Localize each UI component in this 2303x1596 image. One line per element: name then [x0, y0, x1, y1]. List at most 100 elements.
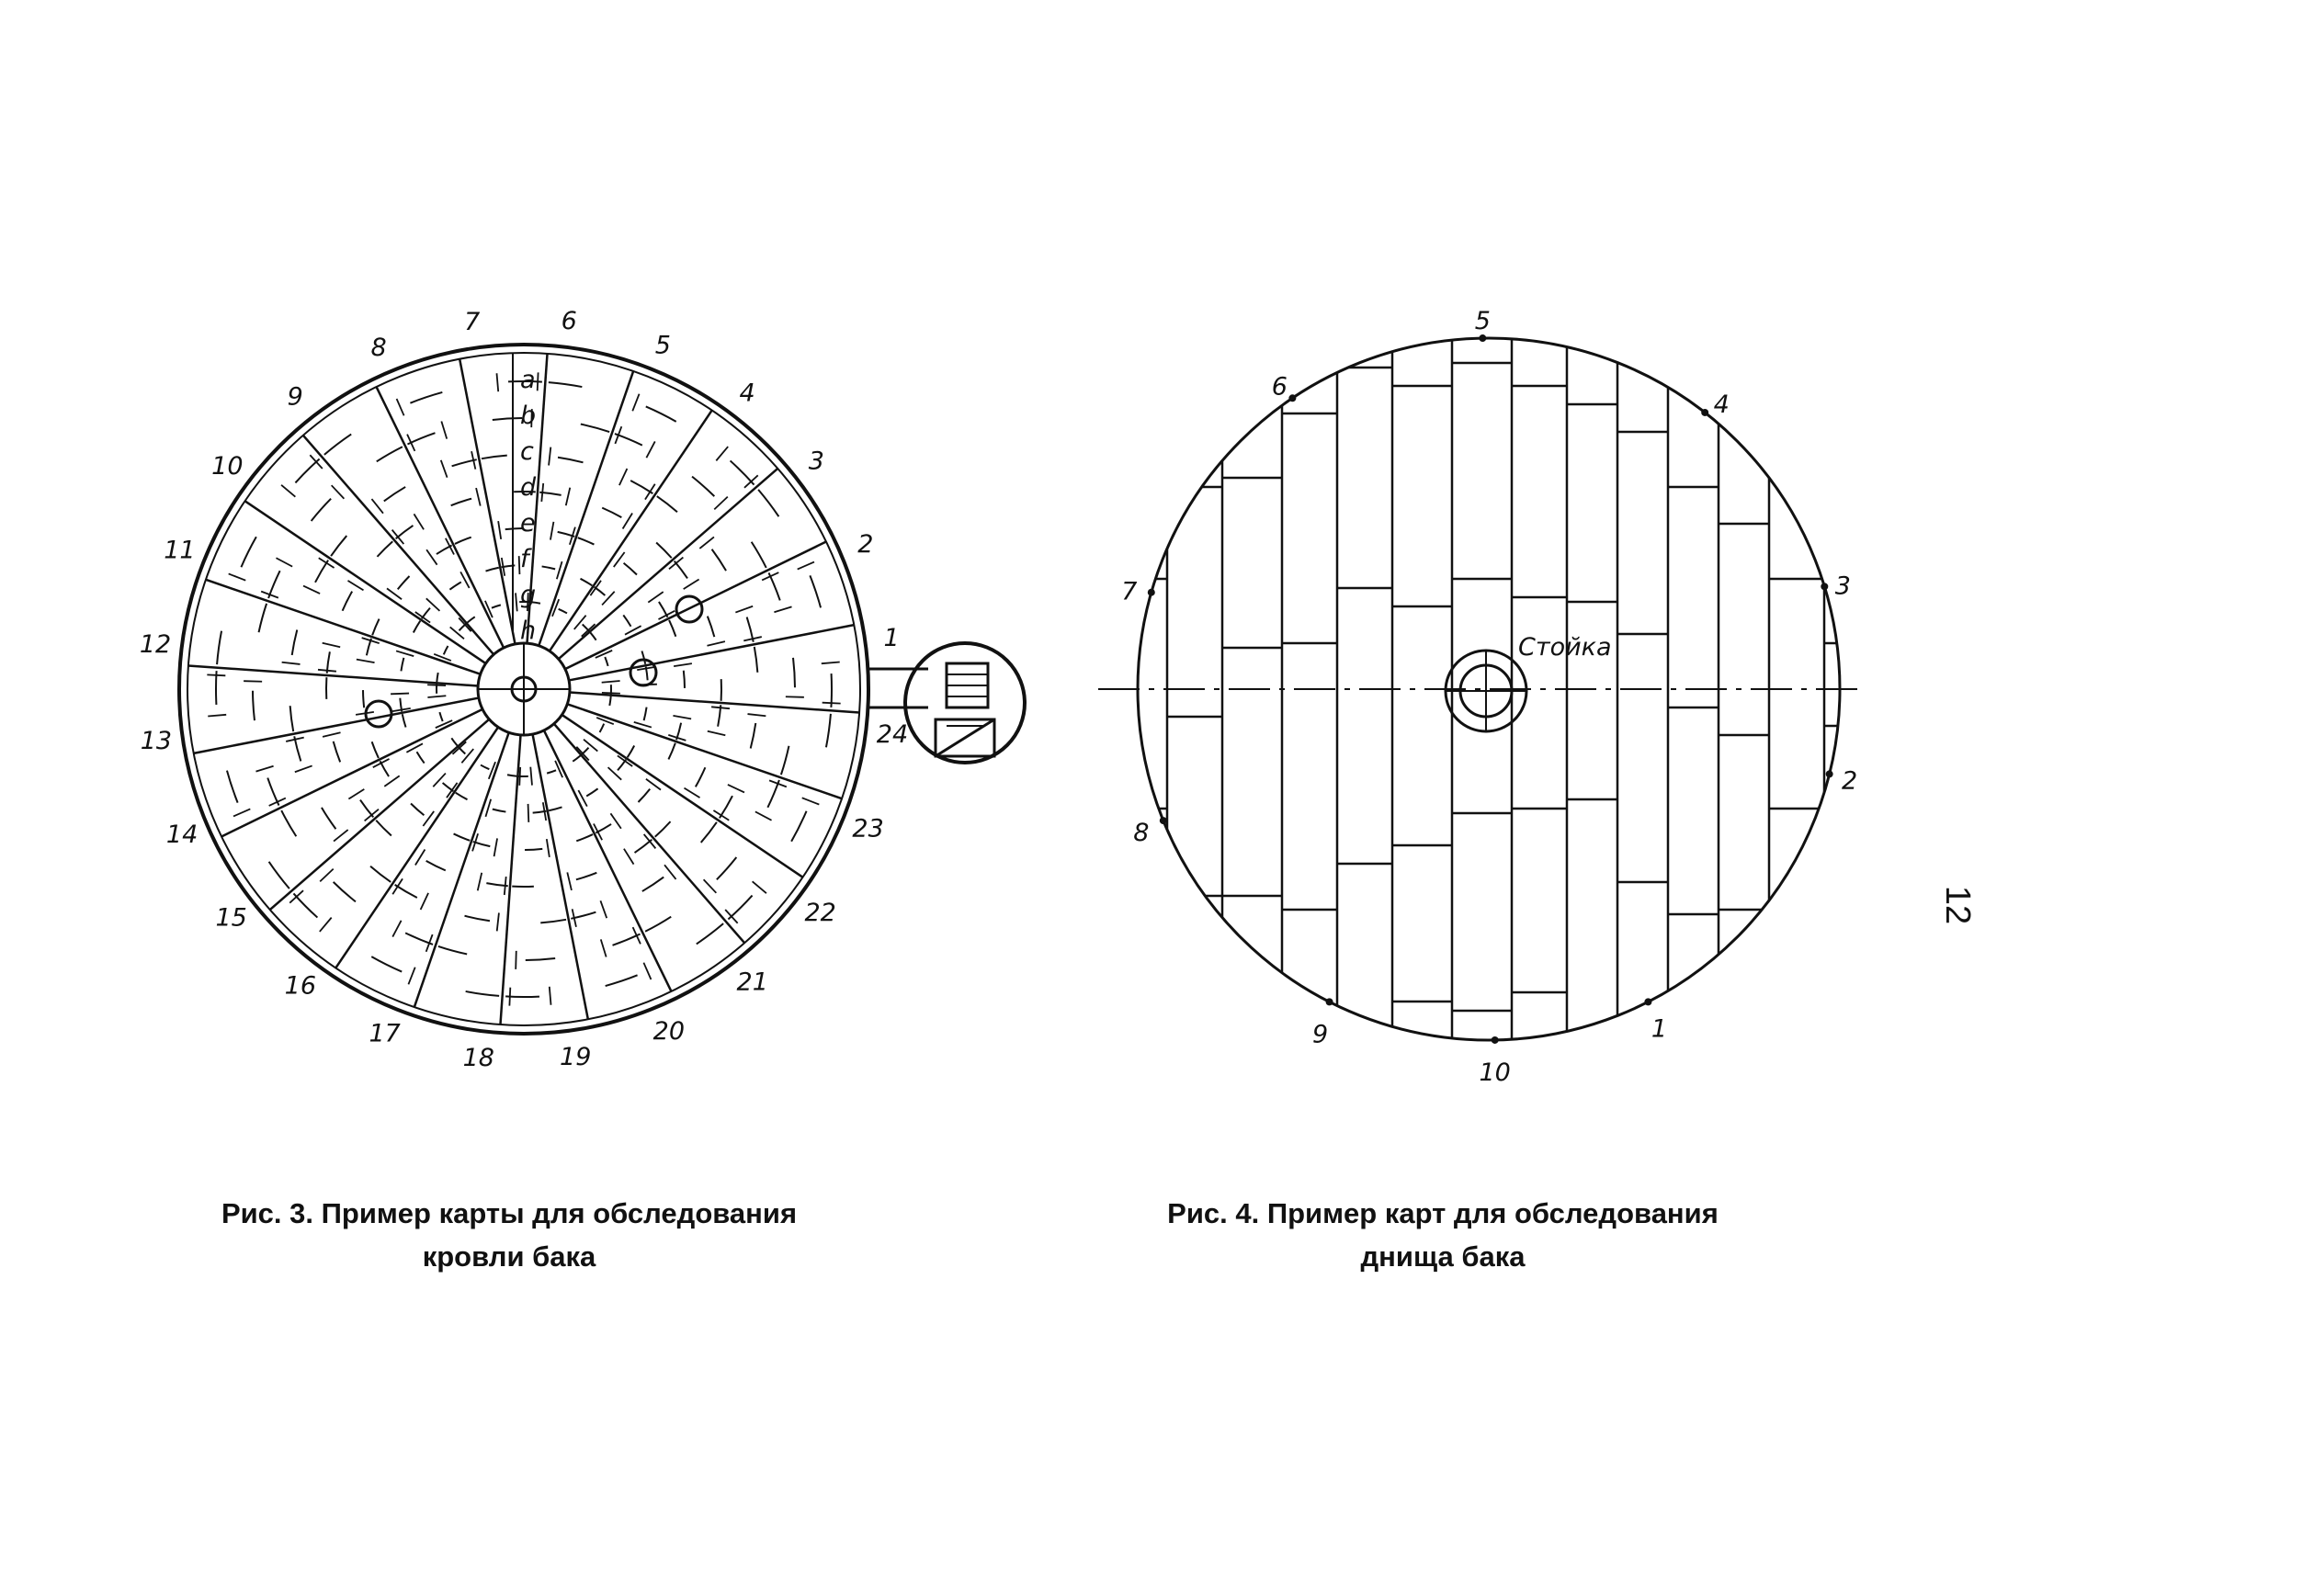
roof-seam-tick — [471, 450, 477, 470]
roof-seam-tick — [621, 513, 633, 529]
roof-seam-tick — [545, 838, 550, 858]
roof-radial-seam — [526, 353, 549, 644]
bottom-rim-label: 10 — [1479, 1058, 1510, 1087]
roof-sector-label: 7 — [464, 308, 480, 336]
roof-ring-seam — [491, 604, 502, 609]
roof-sector-label: 20 — [653, 1017, 685, 1046]
roof-seam-tick — [644, 483, 656, 501]
roof-sector-label: 11 — [164, 537, 195, 565]
roof-ring-seam — [694, 766, 707, 787]
roof-sector-label: 12 — [140, 630, 171, 659]
roof-seam-tick — [633, 720, 652, 729]
roof-ring-seam — [341, 591, 354, 612]
roof-ring-seam — [415, 751, 425, 764]
roof-ring-seam — [362, 690, 366, 708]
roof-seam-tick — [707, 640, 726, 647]
bottom-rim-label: 6 — [1272, 372, 1288, 401]
roof-seam-tick — [422, 810, 435, 827]
roof-ring-seam — [365, 638, 372, 656]
roof-seam-tick — [645, 441, 656, 458]
roof-seam-tick — [493, 838, 498, 857]
bottom-rim-label: 4 — [1714, 391, 1730, 419]
roof-ring-seam — [395, 525, 414, 540]
roof-seam-tick — [593, 823, 603, 841]
roof-ring-seam — [455, 791, 468, 801]
roof-ring-seam — [745, 617, 754, 642]
roof-ring-seam — [485, 566, 500, 572]
roof-ring-seam — [598, 723, 606, 733]
roof-ring-seam — [614, 433, 643, 447]
roof-ring-seam — [589, 631, 597, 641]
roof-seam-tick — [471, 833, 479, 852]
roof-ring-seam — [425, 859, 447, 872]
roof-seam-tick — [555, 560, 563, 580]
roof-seam-tick — [752, 880, 767, 894]
roof-ring-seam — [396, 575, 411, 591]
roof-seam-tick — [419, 892, 429, 911]
roof-radial-seam — [531, 733, 590, 1020]
roof-seam-tick — [391, 877, 403, 895]
roof-seam-tick — [548, 986, 552, 1005]
roof-ring-seam — [401, 713, 407, 728]
roof-seam-tick — [571, 909, 577, 928]
roof-ring-seam — [706, 616, 716, 638]
roof-sector-label: 13 — [141, 727, 172, 755]
roof-ring-seam — [673, 560, 688, 580]
roof-seam-tick — [484, 600, 493, 618]
roof-ring-seam — [608, 696, 612, 707]
roof-ring-letter: f — [520, 545, 532, 573]
roof-seam-tick — [487, 761, 496, 780]
roof-ring-seam — [240, 536, 257, 568]
roof-ring-seam — [267, 570, 281, 599]
roof-ring-seam — [753, 646, 759, 673]
roof-seam-tick — [822, 701, 841, 705]
roof-sector-label: 2 — [857, 530, 873, 559]
roof-seam-tick — [618, 468, 629, 486]
roof-ring-seam — [369, 865, 391, 883]
roof-ring-seam — [421, 606, 431, 619]
roof-hatch-left — [364, 699, 393, 729]
bottom-rim-point — [1325, 998, 1333, 1006]
roof-seam-tick — [613, 551, 626, 568]
roof-ring-letter: e — [520, 509, 536, 538]
roof-seam-tick — [433, 652, 452, 662]
roof-ring-seam — [617, 759, 627, 772]
roof-sector-label: 24 — [877, 720, 908, 749]
roof-seam-tick — [668, 734, 686, 741]
roof-sector-label: 19 — [560, 1043, 591, 1071]
roof-ring-seam — [630, 480, 653, 494]
bottom-rim-point — [1479, 334, 1487, 343]
bottom-rim-label: 9 — [1312, 1020, 1328, 1048]
roof-radial-seam — [205, 578, 482, 675]
roof-seam-tick — [551, 598, 561, 617]
roof-radial-seam — [193, 696, 480, 755]
figure3-caption-line1: Рис. 3. Пример карты для обследования — [221, 1197, 797, 1229]
roof-seam-tick — [459, 571, 471, 589]
roof-seam-tick — [713, 496, 729, 511]
bottom-rim-point — [1644, 998, 1652, 1006]
roof-ring-seam — [310, 497, 332, 522]
roof-sector-label: 1 — [883, 624, 899, 652]
bottom-rim-point — [1491, 1036, 1499, 1044]
roof-seam-tick — [517, 556, 521, 575]
roof-ring-seam — [412, 620, 422, 633]
roof-seam-tick — [527, 803, 530, 822]
roof-ring-seam — [830, 673, 833, 707]
roof-ring-seam — [375, 820, 392, 837]
roof-seam-tick — [208, 713, 227, 718]
roof-radial-seam — [301, 434, 495, 656]
roof-ring-letter: d — [520, 473, 537, 502]
roof-ring-seam — [642, 707, 648, 721]
roof-seam-tick — [575, 746, 590, 762]
roof-seam-tick — [395, 650, 414, 658]
roof-seam-tick — [449, 626, 465, 640]
roof-ring-seam — [717, 705, 722, 727]
roof-seam-tick — [727, 784, 745, 794]
roof-ring-seam — [682, 670, 686, 688]
roof-ring-seam — [359, 798, 375, 818]
roof-seam-tick — [743, 474, 759, 489]
roof-sector-label: 10 — [211, 452, 243, 481]
roof-ring-seam — [626, 745, 636, 758]
